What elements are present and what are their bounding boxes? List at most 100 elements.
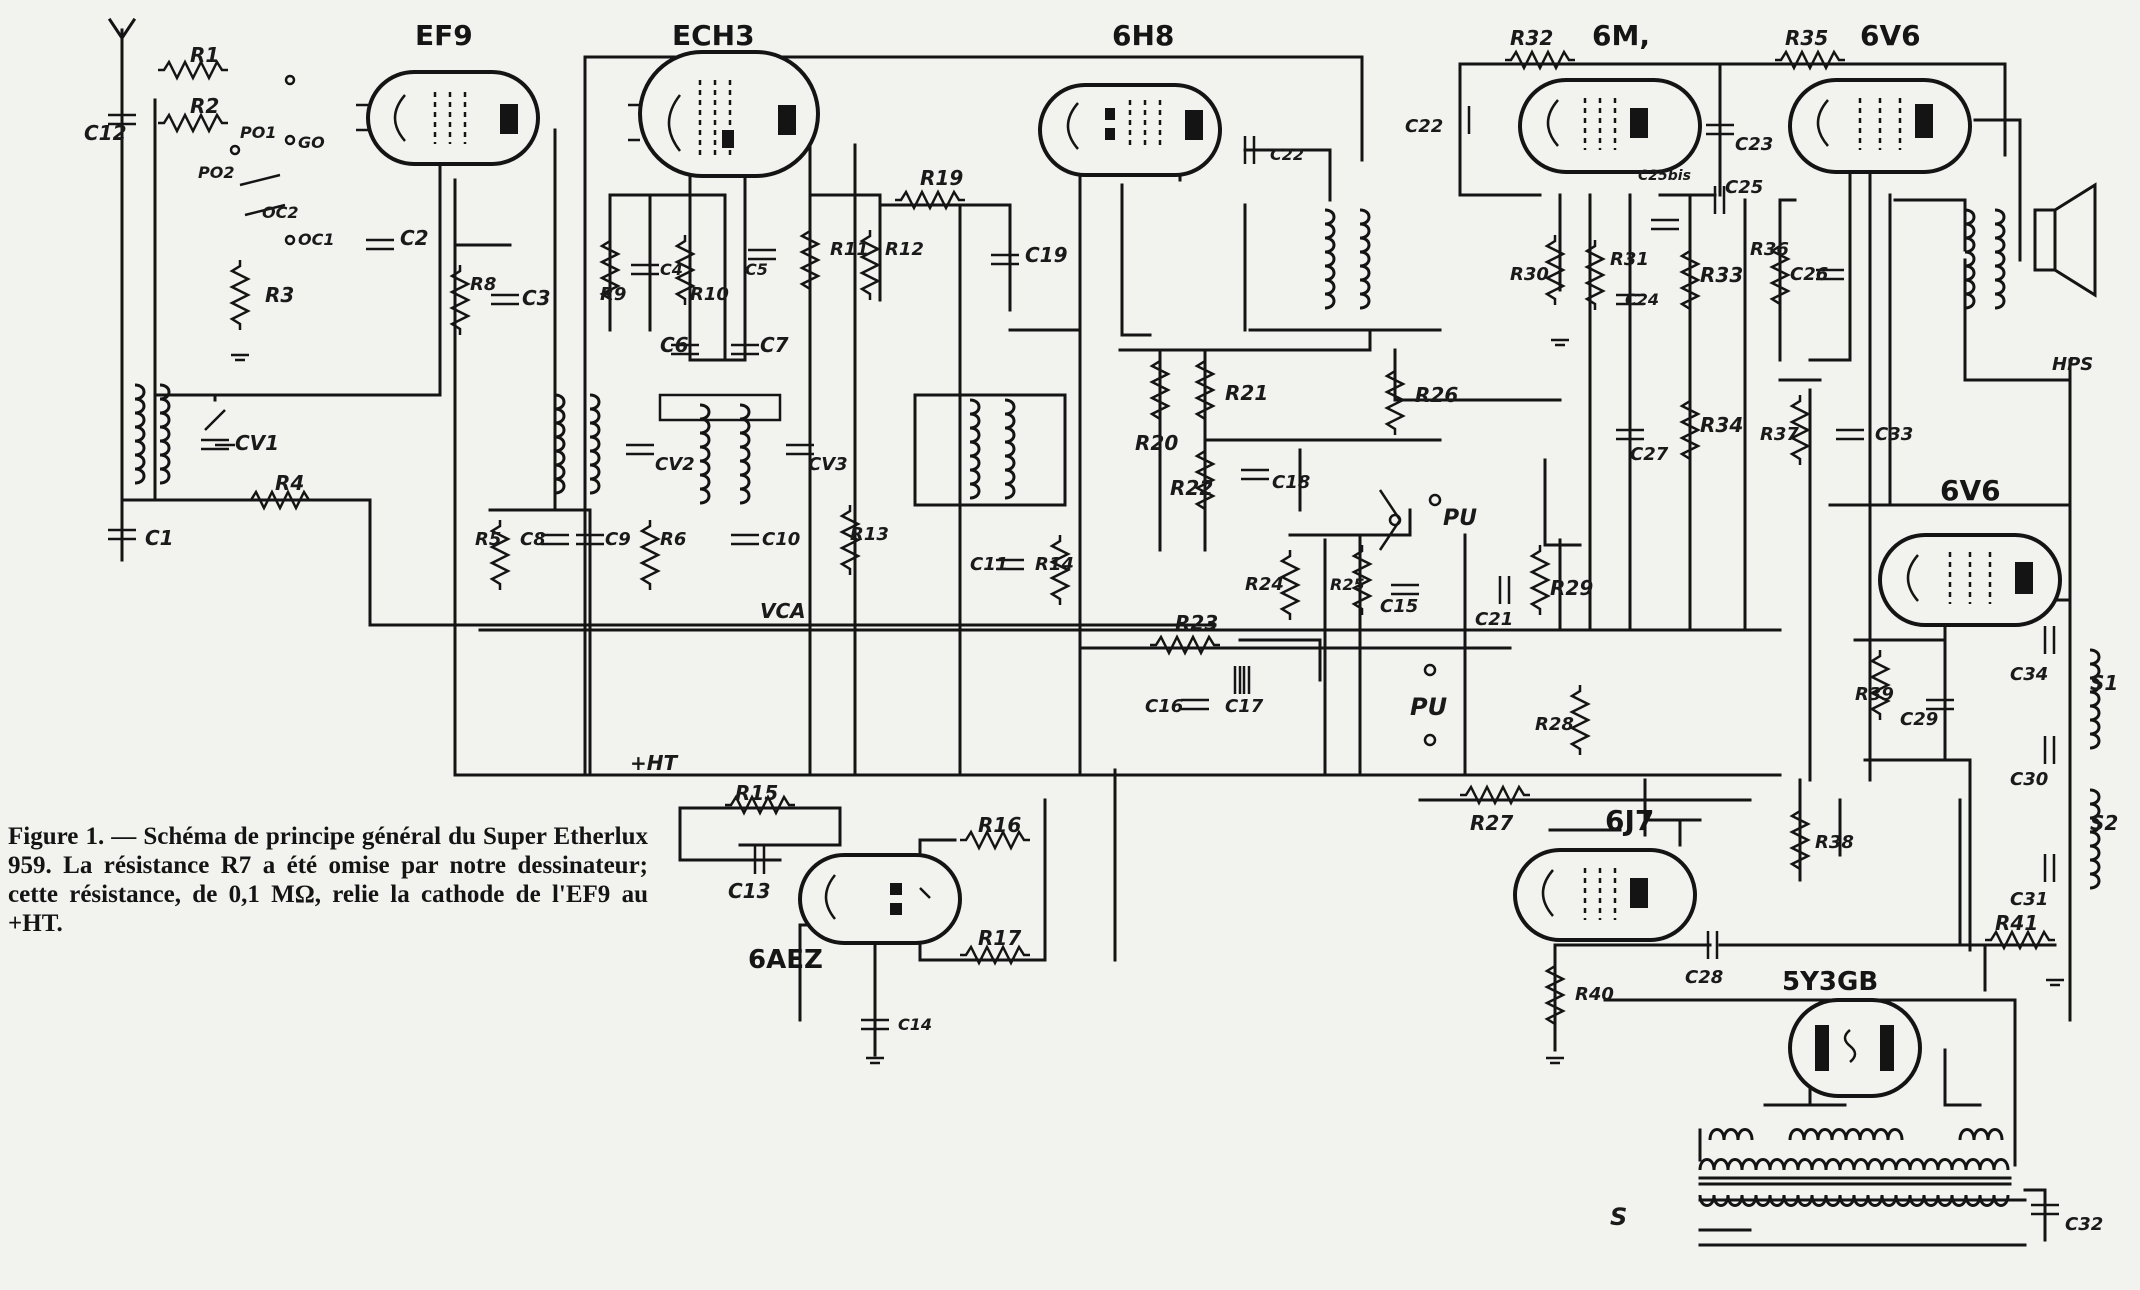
label-c25: C25 (1725, 177, 1763, 198)
label-r17: R17 (978, 926, 1021, 950)
label-c14: C14 (898, 1015, 932, 1034)
label-ef9: EF9 (415, 19, 473, 52)
label-r37: R37 (1760, 424, 1799, 445)
label-c3: C3 (522, 286, 551, 310)
label-c9: C9 (605, 529, 631, 550)
tube-ech3 (628, 50, 820, 178)
label-r38: R38 (1815, 832, 1854, 853)
label-c31: C31 (2010, 889, 2048, 910)
label-6v6-upper: 6V6 (1860, 19, 1921, 52)
label-c26: C26 (1790, 264, 1828, 285)
label-r31: R31 (1610, 249, 1649, 270)
label-r16: R16 (978, 813, 1021, 837)
label-r12: R12 (885, 239, 924, 260)
label-oc1: OC1 (298, 230, 334, 249)
label-pu-switch: PU (1443, 506, 1477, 531)
label-r30: R30 (1510, 264, 1549, 285)
label-r32: R32 (1510, 26, 1553, 50)
label-cv1: CV1 (235, 431, 279, 455)
label-c28: C28 (1685, 967, 1723, 988)
label-r13: R13 (850, 524, 889, 545)
label-r23: R23 (1175, 611, 1218, 635)
tube-6m7 (1518, 78, 1702, 174)
label-c23: C23 (1735, 134, 1773, 155)
label-r39: R39 (1855, 684, 1894, 705)
label-c4: C4 (660, 260, 683, 279)
label-vca: VCA (760, 599, 806, 623)
label-r6: R6 (660, 529, 686, 550)
label-s-mains: S (1610, 1203, 1627, 1231)
label-r33: R33 (1700, 263, 1743, 287)
output-transformer (1963, 182, 2097, 310)
label-r5: R5 (475, 529, 501, 550)
if-transformer-1 (553, 393, 601, 495)
label-r34: R34 (1700, 413, 1743, 437)
label-r29: R29 (1550, 576, 1593, 600)
label-c10: C10 (762, 529, 800, 550)
label-po2: PO2 (198, 163, 234, 182)
components (106, 17, 2066, 1216)
label-c34: C34 (2010, 664, 2048, 685)
tube-6aez (798, 853, 962, 945)
osc-coil (658, 393, 782, 505)
tube-6v6-lower (1878, 533, 2062, 627)
label-c21: C21 (1475, 609, 1513, 630)
label-pu-jack: PU (1410, 693, 1447, 721)
label-r28: R28 (1535, 714, 1574, 735)
label-c33: C33 (1875, 424, 1913, 445)
label-r20: R20 (1135, 431, 1178, 455)
label-r11: R11 (830, 239, 869, 260)
label-r25: R25 (1330, 575, 1365, 594)
label-r21: R21 (1225, 381, 1268, 405)
label-r8: R8 (470, 274, 496, 295)
label-c5: C5 (745, 260, 768, 279)
label-r24: R24 (1245, 574, 1284, 595)
label-r1: R1 (190, 43, 219, 67)
label-c24: C24 (1625, 290, 1659, 309)
label-c18: C18 (1272, 472, 1310, 493)
label-r41: R41 (1995, 911, 2038, 935)
power-transformer (1698, 1128, 2012, 1207)
rf-coil-antenna (133, 383, 171, 485)
tube-labels: EF9 ECH3 6H8 6M, 6V6 6V6 6J7 6AEZ 5Y3GB (415, 19, 2001, 997)
label-r19: R19 (920, 166, 963, 190)
label-c7: C7 (760, 333, 789, 357)
label-r36: R36 (1750, 239, 1789, 260)
wiring (120, 28, 2072, 1247)
label-r40: R40 (1575, 984, 1614, 1005)
label-r3: R3 (265, 283, 294, 307)
label-s1: S1 (2090, 671, 2118, 695)
label-ht: +HT (630, 751, 678, 775)
label-oc2: OC2 (262, 203, 298, 222)
tube-6h8 (1038, 83, 1222, 177)
label-c11: C11 (970, 554, 1008, 575)
if-transformer-2 (913, 393, 1067, 507)
audio-transformer (1323, 208, 1371, 310)
tube-ef9 (356, 70, 540, 166)
label-6j7: 6J7 (1605, 804, 1654, 837)
label-go: GO (298, 133, 325, 152)
label-c8: C8 (520, 529, 546, 550)
tube-6v6-upper (1788, 78, 1972, 174)
label-hps: HPS (2052, 354, 2093, 375)
label-c17: C17 (1225, 696, 1264, 717)
tube-6j7 (1513, 848, 1697, 942)
label-r14: R14 (1035, 554, 1074, 575)
label-r4: R4 (275, 471, 304, 495)
label-c12: C12 (84, 121, 127, 145)
label-6m7: 6M, (1592, 19, 1650, 52)
label-r10: R10 (690, 284, 729, 305)
label-c30: C30 (2010, 769, 2048, 790)
label-c13: C13 (728, 879, 771, 903)
label-c19: C19 (1025, 243, 1068, 267)
label-po1: PO1 (240, 123, 276, 142)
label-r22: R22 (1170, 476, 1213, 500)
label-cv2: CV2 (655, 454, 695, 475)
label-c22: C22 (1405, 116, 1443, 137)
label-c32: C32 (2065, 1214, 2103, 1235)
label-c29: C29 (1900, 709, 1938, 730)
label-6aez: 6AEZ (748, 945, 823, 975)
label-ech3: ECH3 (672, 19, 755, 52)
label-c27: C27 (1630, 444, 1669, 465)
label-c15: C15 (1380, 596, 1418, 617)
